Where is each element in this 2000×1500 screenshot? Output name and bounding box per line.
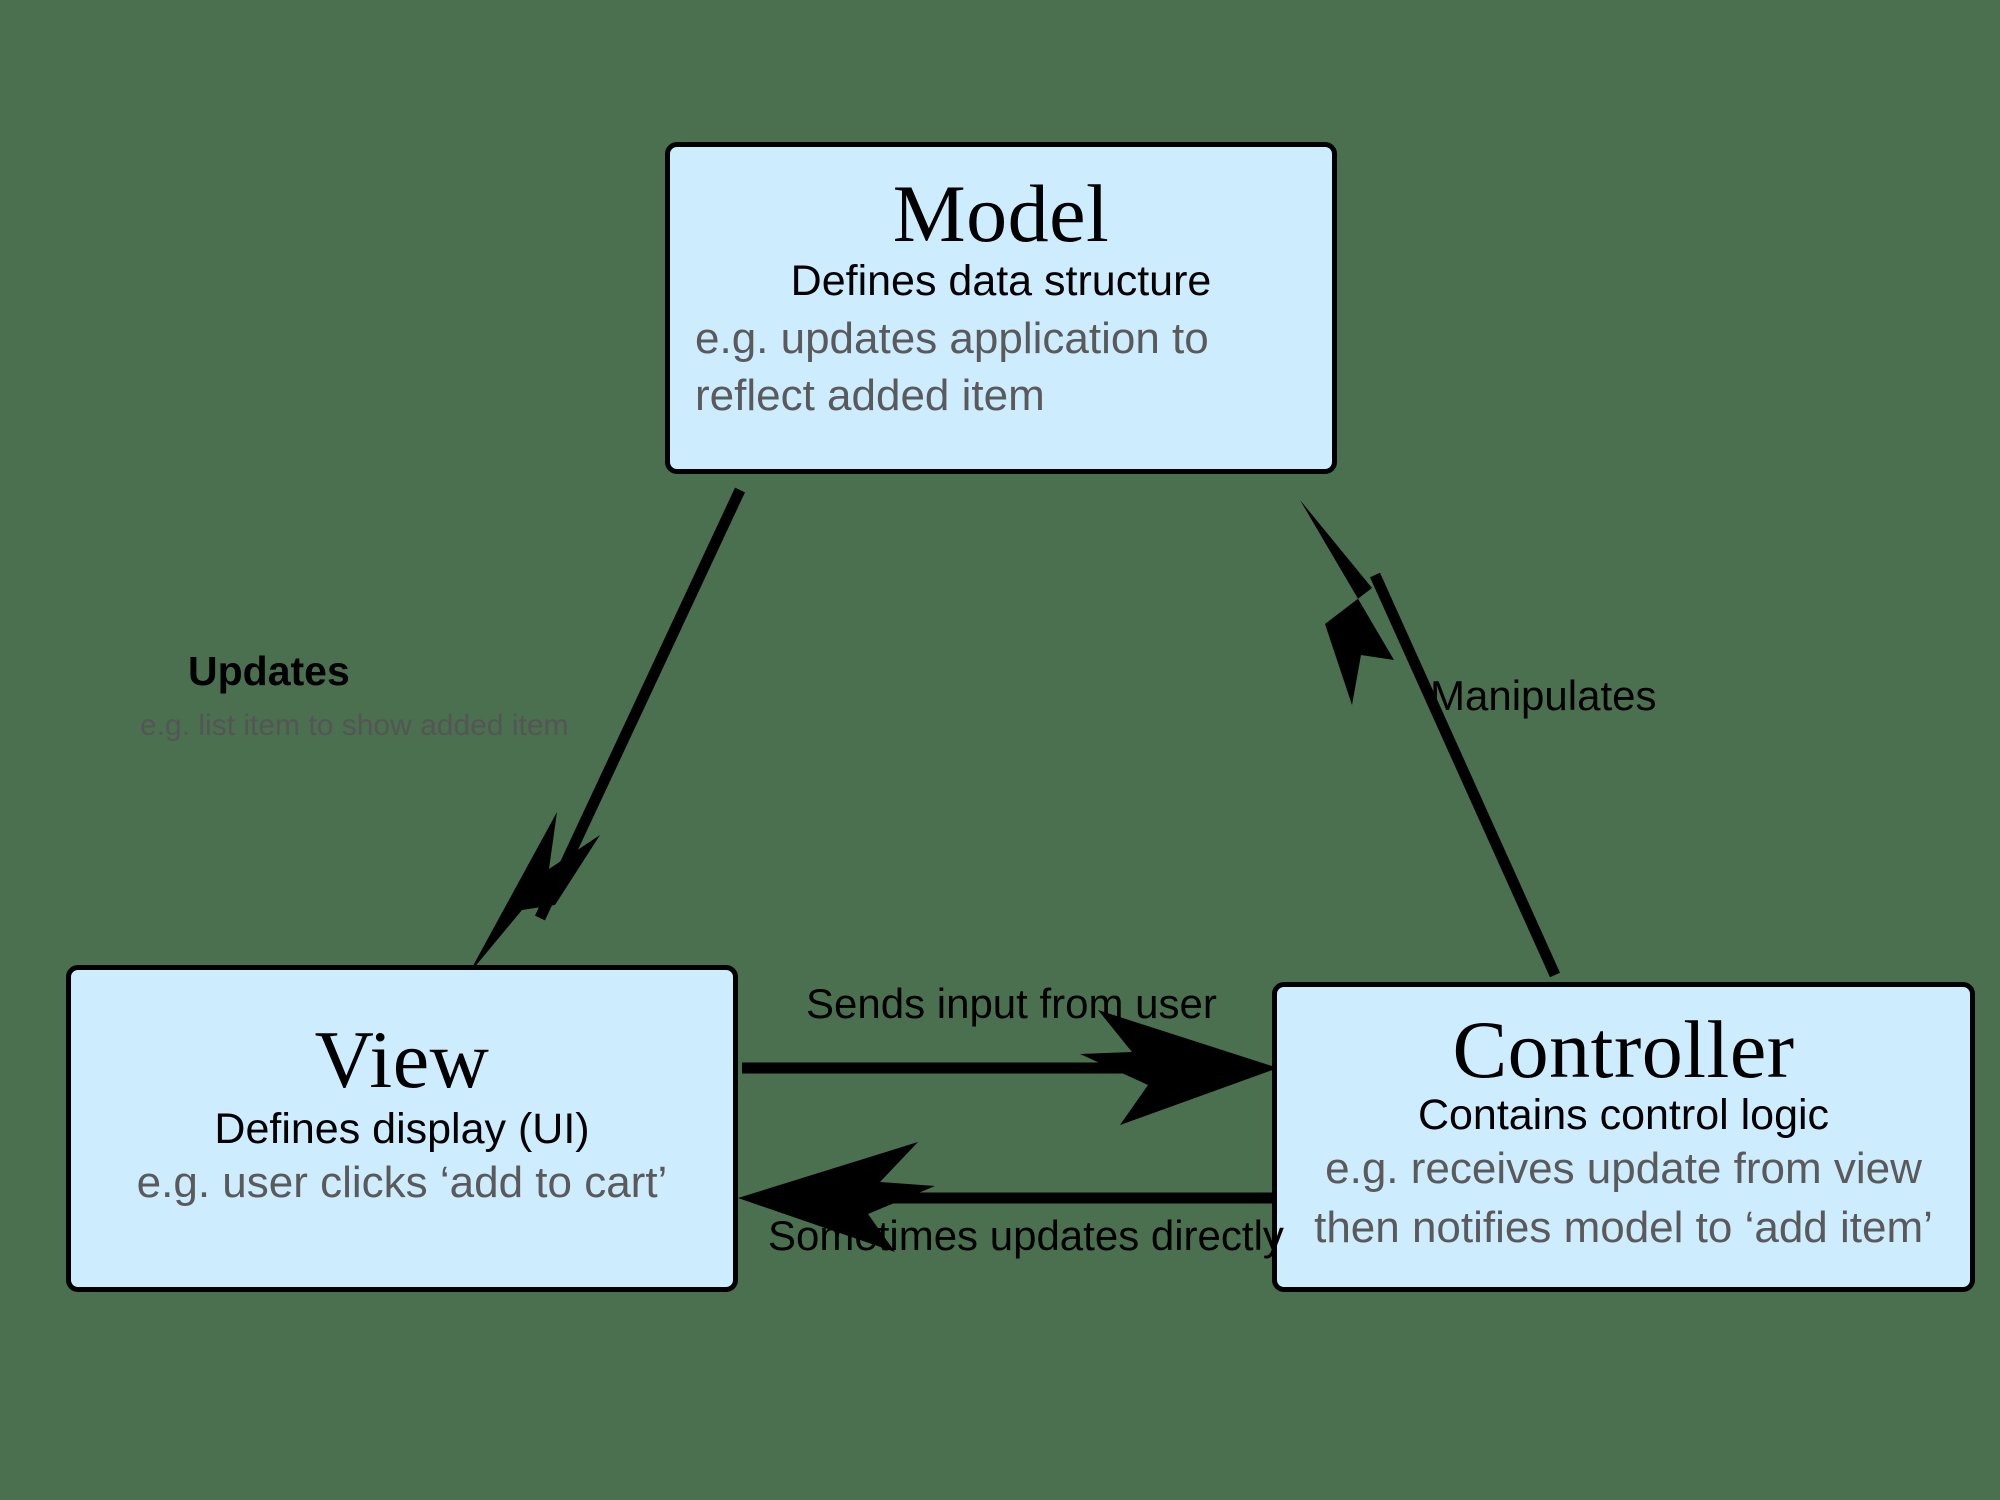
node-model[interactable]: Model Defines data structure e.g. update… xyxy=(665,142,1337,474)
edge-label-sometimes-updates-directly: Sometimes updates directly xyxy=(768,1212,1284,1259)
node-controller-example-line-1: e.g. receives update from view xyxy=(1325,1144,1922,1194)
edge-label-manipulates: Manipulates xyxy=(1430,672,1657,719)
node-model-subtitle: Defines data structure xyxy=(790,257,1212,305)
edge-label-sends-input-from-user: Sends input from user xyxy=(806,980,1217,1027)
node-view-subtitle: Defines display (UI) xyxy=(214,1105,590,1154)
node-view[interactable]: View Defines display (UI) e.g. user clic… xyxy=(66,965,738,1292)
node-controller-subtitle: Contains control logic xyxy=(1417,1091,1830,1139)
node-controller-example-line-2: then notifies model to ‘add item’ xyxy=(1314,1203,1933,1253)
edge-label-updates: Updates xyxy=(188,648,350,694)
edge-label-updates-example: e.g. list item to show added item xyxy=(140,709,569,742)
node-controller-title: Controller xyxy=(1452,1004,1795,1095)
node-model-example: e.g. updates application to reflect adde… xyxy=(695,314,1209,421)
node-view-example: e.g. user clicks ‘add to cart’ xyxy=(136,1158,668,1208)
node-model-title: Model xyxy=(892,168,1110,259)
node-view-title: View xyxy=(314,1014,490,1106)
node-controller[interactable]: Controller Contains control logic e.g. r… xyxy=(1272,982,1975,1292)
arrow-controller-to-model xyxy=(1300,500,1561,978)
